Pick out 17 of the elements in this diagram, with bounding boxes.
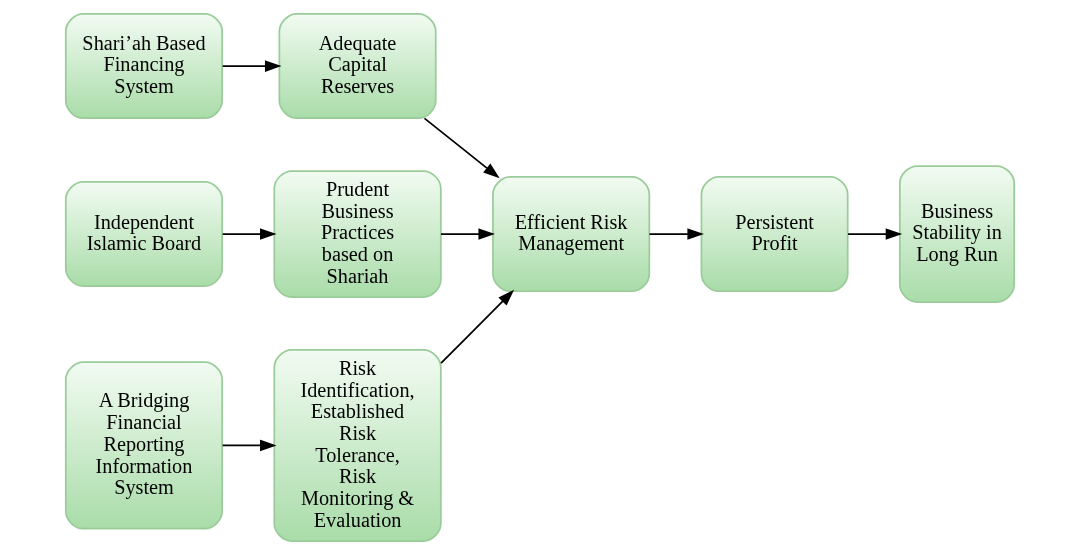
node-box: Persistent Profit	[700, 176, 849, 293]
arrow	[648, 228, 704, 240]
node-box: Independent Islamic Board	[64, 181, 224, 288]
node-box: Prudent Business Practices based on Shariah	[273, 170, 442, 298]
node-box: A Bridging Financial Reporting Information System	[64, 361, 224, 530]
node-box: Efficient Risk Management	[492, 176, 651, 293]
arrow	[423, 117, 500, 179]
arrow	[847, 228, 903, 240]
node-box: Risk Identification, Established Risk Tolerance, Risk Monitoring & Evaluation	[273, 349, 442, 542]
arrow	[440, 228, 495, 240]
node-box: Business Stability in Long Run	[898, 165, 1016, 303]
arrow	[221, 228, 277, 240]
node-box: Shari’ah Based Financing System	[64, 13, 224, 120]
arrow	[221, 60, 282, 72]
arrow	[440, 289, 515, 364]
arrow	[221, 439, 277, 452]
node-box: Adequate Capital Reserves	[278, 13, 437, 120]
